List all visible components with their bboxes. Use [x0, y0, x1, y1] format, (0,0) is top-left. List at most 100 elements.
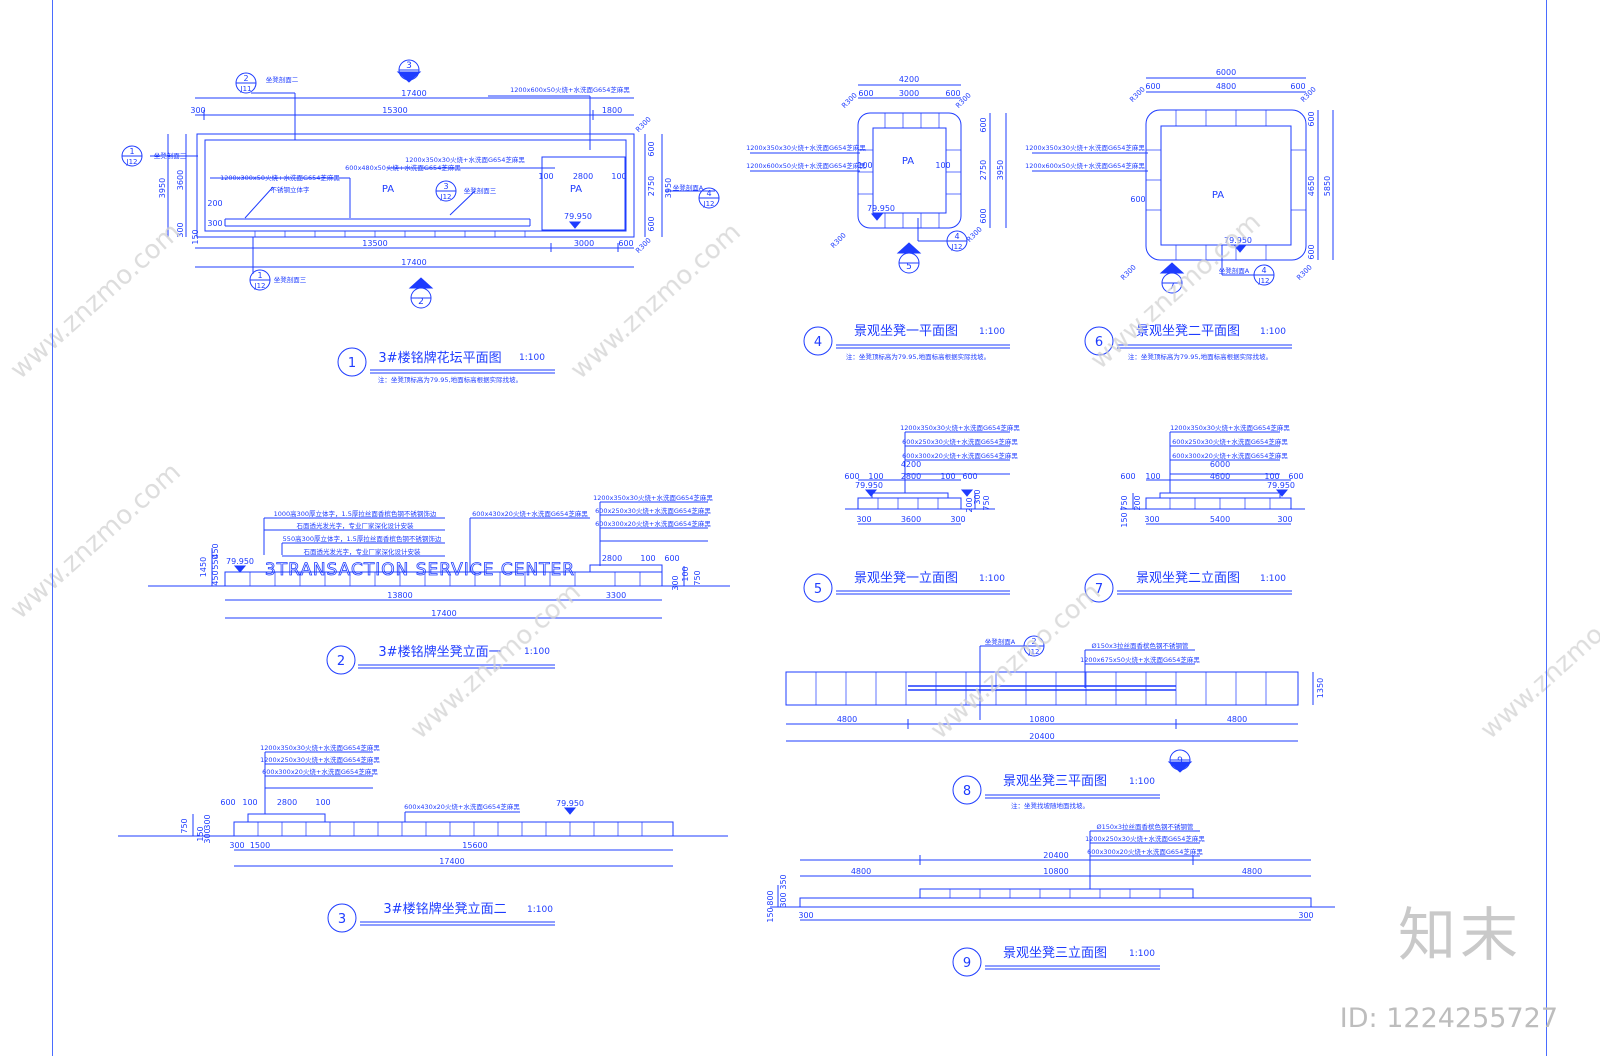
- view-2-elevation: [148, 501, 730, 619]
- v1-dim-inner-e: 300: [207, 219, 222, 228]
- v3-note-4: 600x430x20火烧+水洗面G654芝麻黑: [404, 802, 520, 811]
- v2-dim-b: 3300: [606, 591, 626, 600]
- v1-pa-1: PA: [382, 184, 394, 195]
- v7-dim-bot-c: 300: [1277, 515, 1292, 524]
- v7-title-num: 7: [1095, 582, 1103, 597]
- v1-elevation: 79.950: [564, 212, 592, 221]
- v9-dim-b: 10800: [1043, 867, 1068, 876]
- v3-title: 3#楼铭牌坐凳立面二: [383, 901, 506, 917]
- v1-note-d: 1200x300x50火烧+水洗面G654芝麻黑: [220, 173, 340, 182]
- v3-note-3: 600x300x20火烧+水洗面G654芝麻黑: [262, 767, 378, 776]
- v5-dim-h2: 200: [965, 497, 974, 512]
- v7-dim-h3: 150: [1120, 512, 1129, 527]
- v6-title-num: 6: [1095, 335, 1103, 350]
- v9-dim-h1: 800: [766, 890, 775, 905]
- v1-callout-3-sheet: J12: [440, 193, 452, 201]
- v5-dim-e: 600: [962, 472, 977, 481]
- v8-section-mark: 9: [1177, 756, 1183, 766]
- v6-pa: PA: [1212, 190, 1224, 201]
- v3-dim-d2: 100: [242, 798, 257, 807]
- v1-dim-right-total: 3950: [664, 178, 673, 198]
- v8-note: 注：坐凳找坡随地面找坡。: [1011, 801, 1089, 810]
- v5-dim-a: 600: [844, 472, 859, 481]
- v3-dim-h1: 750: [180, 818, 189, 833]
- v6-callout-num: 4: [1261, 266, 1266, 275]
- v1-note-h: 坐凳剖面A: [673, 183, 704, 192]
- v4-note-a: 1200x350x30火烧+水洗面G654芝麻黑: [746, 143, 866, 152]
- v1-title-num: 1: [348, 356, 356, 371]
- v3-dim-total: 17400: [439, 857, 464, 866]
- v1-dim-top-b: 15300: [382, 106, 407, 115]
- v7-note-1: 1200x350x30火烧+水洗面G654芝麻黑: [1170, 423, 1290, 432]
- v2-dim-h1: 1450: [199, 557, 208, 577]
- v7-dim-total: 6000: [1210, 460, 1230, 469]
- v6-callout-sheet: J12: [1258, 277, 1270, 285]
- v2-elevation: 79.950: [226, 557, 254, 566]
- v9-note-3: 600x300x20火烧+水洗面G654芝麻黑: [1087, 847, 1203, 856]
- v4-pa: PA: [902, 156, 914, 167]
- v7-note-2: 600x250x30火烧+水洗面G654芝麻黑: [1172, 437, 1288, 446]
- v1-note-i: 坐凳剖面三: [154, 151, 187, 160]
- v4-section-mark: 5: [906, 262, 912, 272]
- view-4-plan: [750, 84, 1007, 274]
- v2-note-1: 1000高300厚立体字，1.5厚拉丝面香槟色钢不锈钢饰边: [274, 509, 437, 518]
- v4-title: 景观坐凳一平面图: [854, 323, 958, 339]
- v6-scale: 1:100: [1260, 327, 1286, 337]
- v1-note-a: 1200x600x50火烧+水洗面G654芝麻黑: [510, 85, 630, 94]
- v9-dim-a: 4800: [851, 867, 871, 876]
- v2-note-3: 550高300厚立体字，1.5厚拉丝面香槟色钢不锈钢饰边: [283, 534, 442, 543]
- v7-dim-bot-a: 300: [1144, 515, 1159, 524]
- v5-elevation: 79.950: [855, 481, 883, 490]
- v2-note-8: 600x300x20火烧+水洗面G654芝麻黑: [595, 519, 711, 528]
- v8-note-3: 1200x675x50火烧+水洗面G654芝麻黑: [1080, 655, 1200, 664]
- v3-dim-c: 15600: [462, 841, 487, 850]
- v6-dim-top-total: 6000: [1216, 68, 1236, 77]
- v9-dim-bot-b: 300: [1298, 911, 1313, 920]
- v8-note-1: 坐凳剖面A: [985, 637, 1016, 646]
- v1-dim-bot-c: 600: [618, 239, 633, 248]
- v2-note-5: 600x430x20火烧+水洗面G654芝麻黑: [472, 509, 588, 518]
- v1-dim-inner-d: 200: [207, 199, 222, 208]
- v1-callout-4-sheet: J12: [703, 200, 715, 208]
- v3-dim-h4: 300: [203, 828, 212, 843]
- v6-dim-right-c: 600: [1307, 244, 1316, 259]
- v8-note-2: Ø150x3拉丝面香槟色钢不锈钢管: [1091, 641, 1189, 650]
- v1-callout-5-sheet: J12: [254, 282, 266, 290]
- v1-dim-bot-total: 17400: [401, 258, 426, 267]
- v7-dim-e: 600: [1288, 472, 1303, 481]
- v2-title: 3#楼铭牌坐凳立面一: [378, 644, 501, 660]
- v3-dim-d3: 2800: [277, 798, 297, 807]
- v1-dim-inner-c: 100: [611, 172, 626, 181]
- bench-3-outline: [785, 671, 1299, 706]
- v4-dim-top-a: 600: [858, 89, 873, 98]
- v3-dim-d1: 600: [220, 798, 235, 807]
- v6-dim-right-b: 4650: [1307, 176, 1316, 196]
- v6-dim-top-a: 600: [1145, 82, 1160, 91]
- v5-dim-c: 2800: [901, 472, 921, 481]
- v9-title-num: 9: [963, 956, 971, 971]
- v2-note-6: 1200x350x30火烧+水洗面G654芝麻黑: [593, 493, 713, 502]
- v4-dim-top-c: 600: [945, 89, 960, 98]
- v6-elevation: 79.950: [1224, 236, 1252, 245]
- v5-note-1: 1200x350x30火烧+水洗面G654芝麻黑: [900, 423, 1020, 432]
- v3-note-1: 1200x350x30火烧+水洗面G654芝麻黑: [260, 743, 380, 752]
- v8-callout-sheet: J12: [1028, 648, 1040, 656]
- v1-note-g: 坐凳剖面三: [464, 186, 497, 195]
- v1-note-b: 1200x350x30火烧+水洗面G654芝麻黑: [405, 155, 525, 164]
- v7-dim-b: 100: [1145, 472, 1160, 481]
- v2-dim-a: 13800: [387, 591, 412, 600]
- v6-note: 注：坐凳顶标高为79.95,地面标高根据实际找坡。: [1128, 352, 1272, 361]
- v9-dim-h4: 150: [766, 907, 775, 922]
- v7-dim-c: 4600: [1210, 472, 1230, 481]
- bench-2-outline: [1145, 109, 1307, 261]
- v4-note-b: 1200x600x50火烧+水洗面G654芝麻黑: [746, 161, 866, 170]
- v2-dim-h2: 450: [211, 570, 220, 585]
- v1-dim-right-b: 2750: [647, 176, 656, 196]
- v3-scale: 1:100: [527, 905, 553, 915]
- v3-title-num: 3: [338, 912, 346, 927]
- v1-note-c: 600x480x50火烧+水洗面G654芝麻黑: [345, 163, 461, 172]
- v5-dim-b: 100: [868, 472, 883, 481]
- view-8-plan: [785, 635, 1314, 773]
- v2-dim-d2: 100: [640, 554, 655, 563]
